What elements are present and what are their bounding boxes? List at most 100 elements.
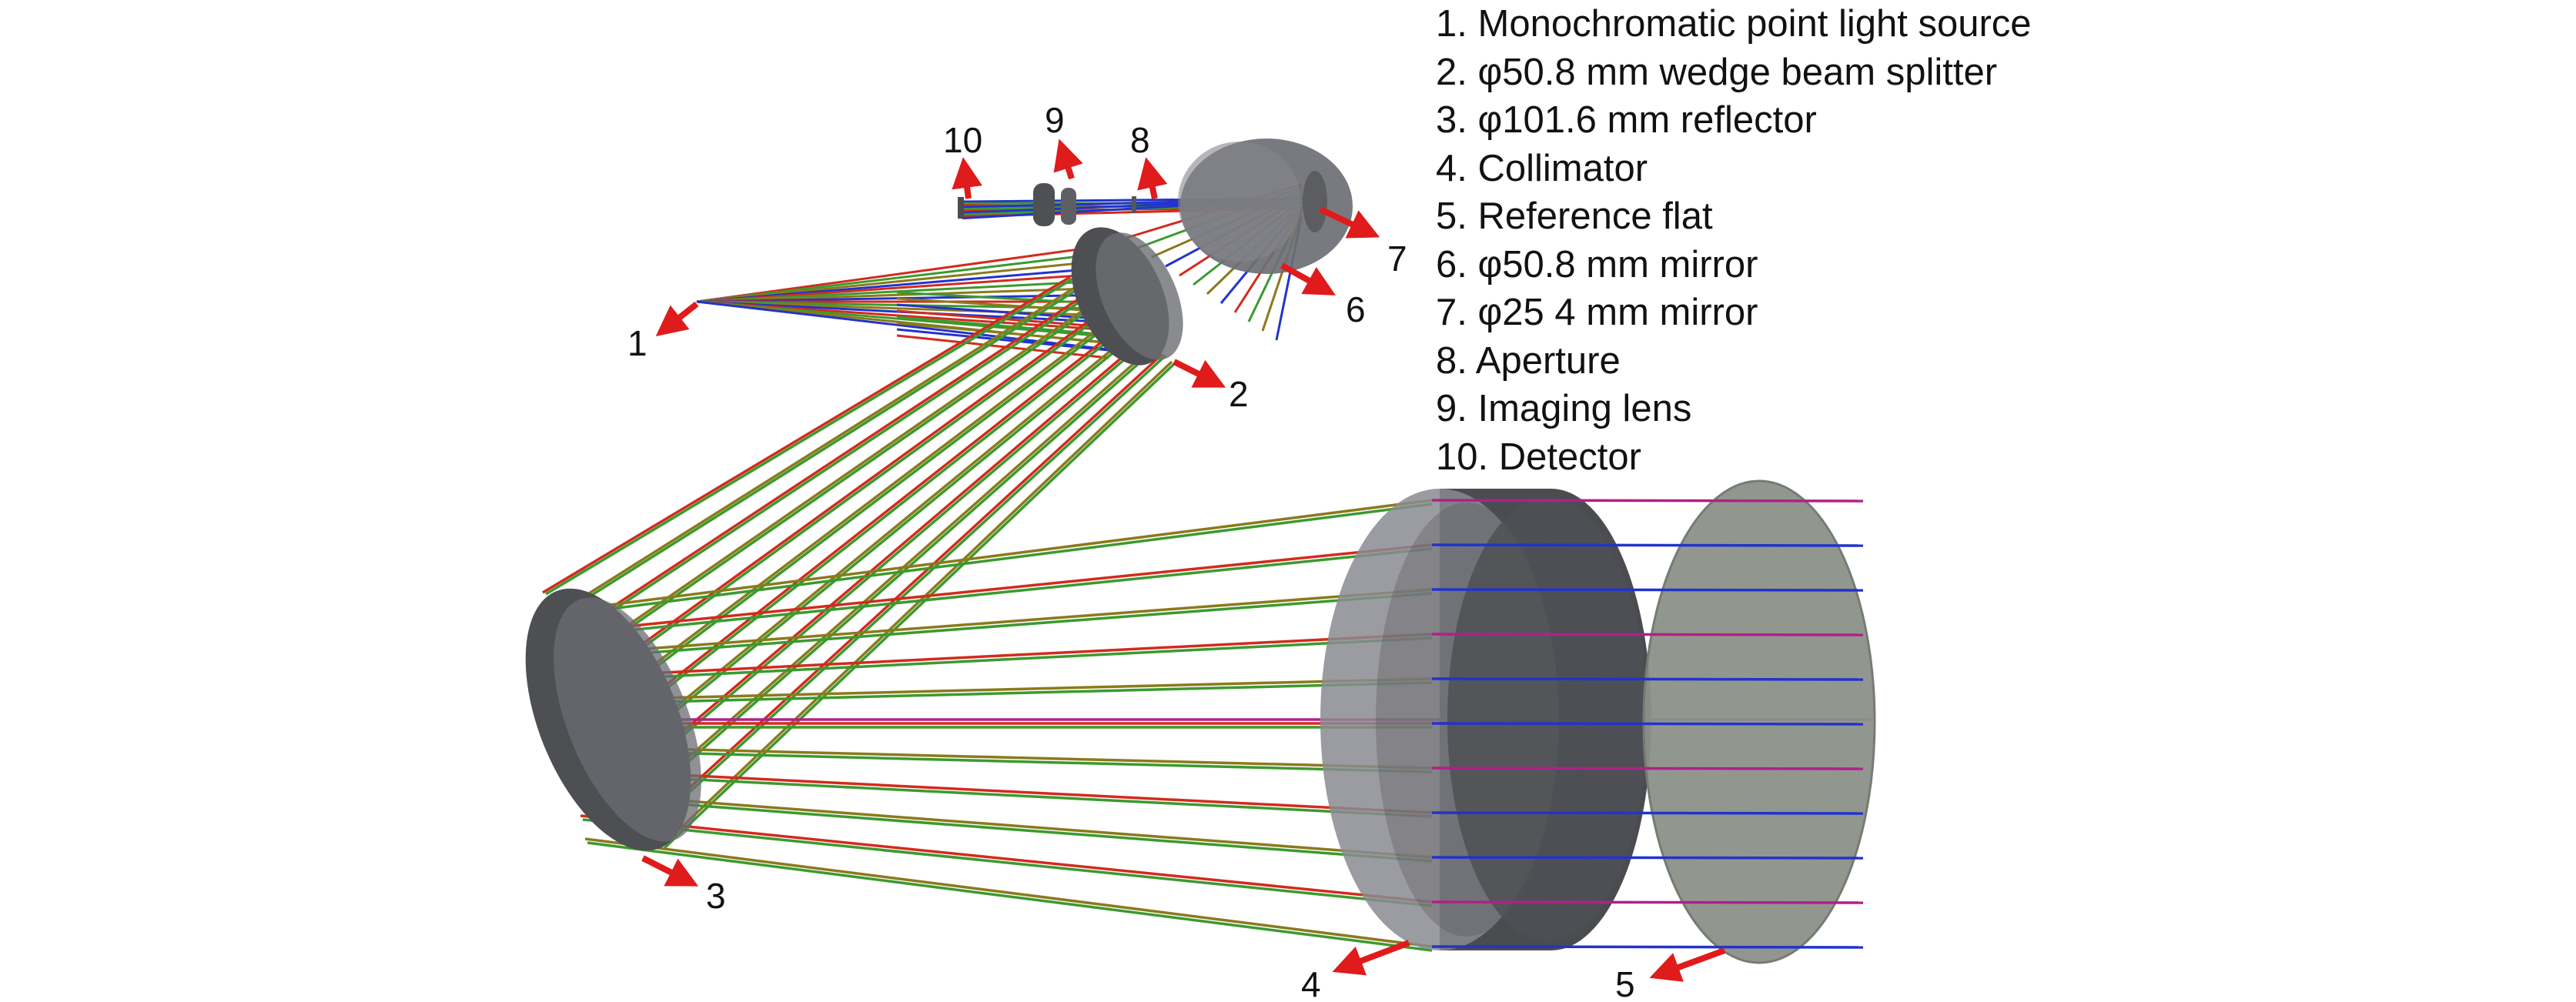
ray bbox=[584, 837, 1433, 948]
ray bbox=[573, 636, 1433, 683]
legend-item-text: φ101.6 mm reflector bbox=[1477, 99, 1817, 141]
legend-item: 6. φ50.8 mm mirror bbox=[1436, 241, 2032, 289]
ray bbox=[575, 588, 1433, 656]
ray bbox=[609, 323, 1130, 734]
ray bbox=[696, 286, 1111, 303]
legend-item: 8. Aperture bbox=[1436, 337, 2032, 386]
callout-arrow-3 bbox=[641, 855, 699, 887]
ray bbox=[568, 681, 1433, 706]
ray bbox=[652, 354, 1167, 827]
legend-item-text: Monochromatic point light source bbox=[1477, 3, 2032, 45]
ray bbox=[660, 360, 1173, 848]
callout-arrow-8 bbox=[1137, 157, 1168, 199]
ray bbox=[1431, 767, 1864, 770]
ray bbox=[896, 334, 1109, 359]
legend-item-number: 5. bbox=[1436, 195, 1467, 237]
legend-item: 2. φ50.8 mm wedge beam splitter bbox=[1436, 48, 2032, 97]
detector-optic bbox=[958, 197, 964, 219]
ray bbox=[564, 291, 1089, 640]
ray bbox=[606, 322, 1127, 733]
legend-item-text: Detector bbox=[1498, 436, 1641, 478]
callout-label-9: 9 bbox=[1045, 100, 1065, 140]
ray bbox=[566, 745, 1433, 770]
legend-item-text: φ25 4 mm mirror bbox=[1477, 292, 1758, 333]
ray bbox=[568, 749, 1433, 773]
ray bbox=[595, 314, 1118, 710]
legend-item-text: Collimator bbox=[1477, 147, 1648, 189]
collimator-optic bbox=[1320, 489, 1651, 950]
ray bbox=[584, 499, 1433, 610]
ray bbox=[617, 329, 1136, 756]
ray bbox=[696, 300, 1116, 352]
ray bbox=[567, 292, 1092, 642]
ray bbox=[696, 252, 1106, 303]
legend-item-number: 9. bbox=[1436, 388, 1467, 429]
ray bbox=[1431, 633, 1864, 636]
callout-arrow-6 bbox=[1280, 262, 1336, 296]
ray bbox=[580, 543, 1433, 633]
ray bbox=[582, 818, 1433, 907]
legend-item: 10. Detector bbox=[1436, 433, 2032, 482]
legend-item-number: 7. bbox=[1436, 292, 1467, 333]
legend-item-number: 1. bbox=[1436, 3, 1467, 45]
ray bbox=[627, 337, 1146, 779]
callout-labels: 1 2 3 4 5 6 7 8 9 10 bbox=[627, 100, 1635, 1002]
component-legend: 1. Monochromatic point light source 2. φ… bbox=[1436, 0, 2032, 481]
ray bbox=[696, 279, 1106, 303]
callout-label-8: 8 bbox=[1130, 120, 1150, 160]
ray bbox=[1431, 722, 1864, 726]
ray bbox=[587, 503, 1433, 613]
callout-label-6: 6 bbox=[1346, 289, 1366, 329]
legend-item: 9. Imaging lens bbox=[1436, 385, 2032, 433]
callout-label-7: 7 bbox=[1387, 239, 1407, 279]
ray bbox=[577, 795, 1433, 863]
ray bbox=[573, 772, 1433, 818]
legend-item: 3. φ101.6 mm reflector bbox=[1436, 96, 2032, 145]
legend-item-number: 10. bbox=[1436, 436, 1489, 478]
callout-arrow-5 bbox=[1649, 947, 1726, 982]
callout-arrow-1 bbox=[655, 301, 699, 336]
ray bbox=[574, 299, 1099, 663]
ray bbox=[587, 308, 1112, 688]
wedge-beam-splitter-optic bbox=[1071, 227, 1183, 366]
ray bbox=[896, 309, 1109, 329]
legend-item-number: 6. bbox=[1436, 243, 1467, 286]
ray bbox=[575, 791, 1433, 859]
rays-splitter-to-reflector bbox=[542, 276, 1176, 850]
ray bbox=[587, 841, 1433, 952]
ray bbox=[577, 592, 1433, 660]
callout-label-1: 1 bbox=[627, 323, 647, 363]
ray bbox=[542, 276, 1071, 594]
ray bbox=[649, 352, 1164, 825]
legend-item-number: 3. bbox=[1436, 99, 1467, 141]
callout-arrow-4 bbox=[1332, 940, 1410, 976]
imaging-lens-optic bbox=[1033, 183, 1076, 226]
ray bbox=[696, 272, 1102, 303]
ray bbox=[580, 814, 1433, 903]
ray bbox=[1431, 677, 1864, 681]
ray bbox=[1431, 856, 1864, 860]
ray bbox=[696, 259, 1111, 303]
legend-item: 1. Monochromatic point light source bbox=[1436, 0, 2032, 48]
ray bbox=[570, 633, 1433, 679]
legend-item-text: φ50.8 mm mirror bbox=[1477, 243, 1758, 286]
ray bbox=[553, 283, 1080, 617]
ray bbox=[582, 547, 1433, 636]
reference-flat-optic bbox=[1642, 479, 1876, 964]
legend-item-text: Imaging lens bbox=[1477, 388, 1692, 429]
legend-item: 7. φ25 4 mm mirror bbox=[1436, 289, 2032, 337]
ray bbox=[556, 285, 1083, 619]
callout-label-3: 3 bbox=[706, 876, 726, 916]
rays-reflector-to-flat bbox=[550, 499, 1871, 952]
ray bbox=[566, 677, 1433, 702]
callout-arrow-9 bbox=[1053, 139, 1083, 180]
callout-arrows bbox=[641, 139, 1726, 982]
legend-item-number: 2. bbox=[1436, 51, 1467, 93]
mirror-25-optic bbox=[1303, 171, 1327, 232]
ray bbox=[570, 768, 1433, 814]
ray bbox=[1431, 499, 1864, 503]
callout-label-10: 10 bbox=[943, 120, 982, 160]
ray bbox=[620, 331, 1139, 757]
legend-item-text: Aperture bbox=[1475, 339, 1621, 382]
callout-label-5: 5 bbox=[1615, 964, 1635, 1002]
